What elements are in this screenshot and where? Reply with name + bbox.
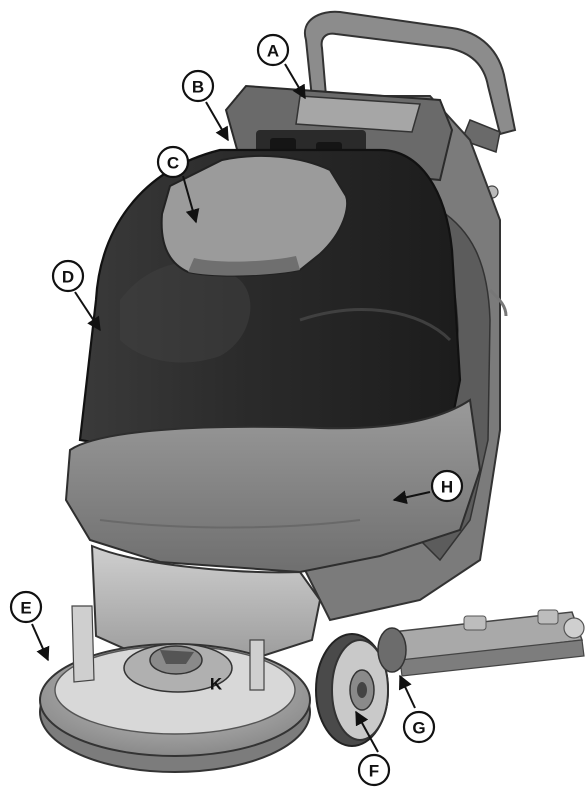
callout-d: D <box>51 259 85 293</box>
callout-f-label: F <box>369 762 379 781</box>
callout-c-label: C <box>167 154 179 173</box>
fill-cover-lid <box>160 154 349 277</box>
floor-scrubber-machine <box>39 10 585 773</box>
callout-f: F <box>357 753 391 787</box>
callout-b: B <box>181 69 215 103</box>
leader-d <box>74 291 101 332</box>
label-k: K <box>210 675 223 694</box>
callout-h-label: H <box>441 478 453 497</box>
leader-b <box>205 101 229 142</box>
callout-h: H <box>430 469 464 503</box>
callout-g: G <box>402 710 436 744</box>
scrub-pad-driver <box>39 605 311 773</box>
callout-e-label: E <box>20 599 31 618</box>
leader-h <box>392 490 431 505</box>
callout-e: E <box>9 590 43 624</box>
leader-f <box>355 710 379 753</box>
callout-g-label: G <box>412 719 425 738</box>
leader-c <box>182 175 200 224</box>
leader-a <box>284 63 306 100</box>
callout-c: C <box>156 145 190 179</box>
callout-d-label: D <box>62 268 74 287</box>
callout-b-label: B <box>192 78 204 97</box>
leader-e <box>31 623 50 662</box>
transport-wheel <box>315 633 389 747</box>
brush-deck-housing <box>90 544 322 661</box>
callout-a: A <box>256 33 290 67</box>
squeegee-assembly <box>391 609 585 677</box>
front-bumper-band <box>64 398 482 574</box>
callout-a-label: A <box>267 42 279 61</box>
leader-lines <box>31 63 431 753</box>
leader-g <box>399 674 416 709</box>
